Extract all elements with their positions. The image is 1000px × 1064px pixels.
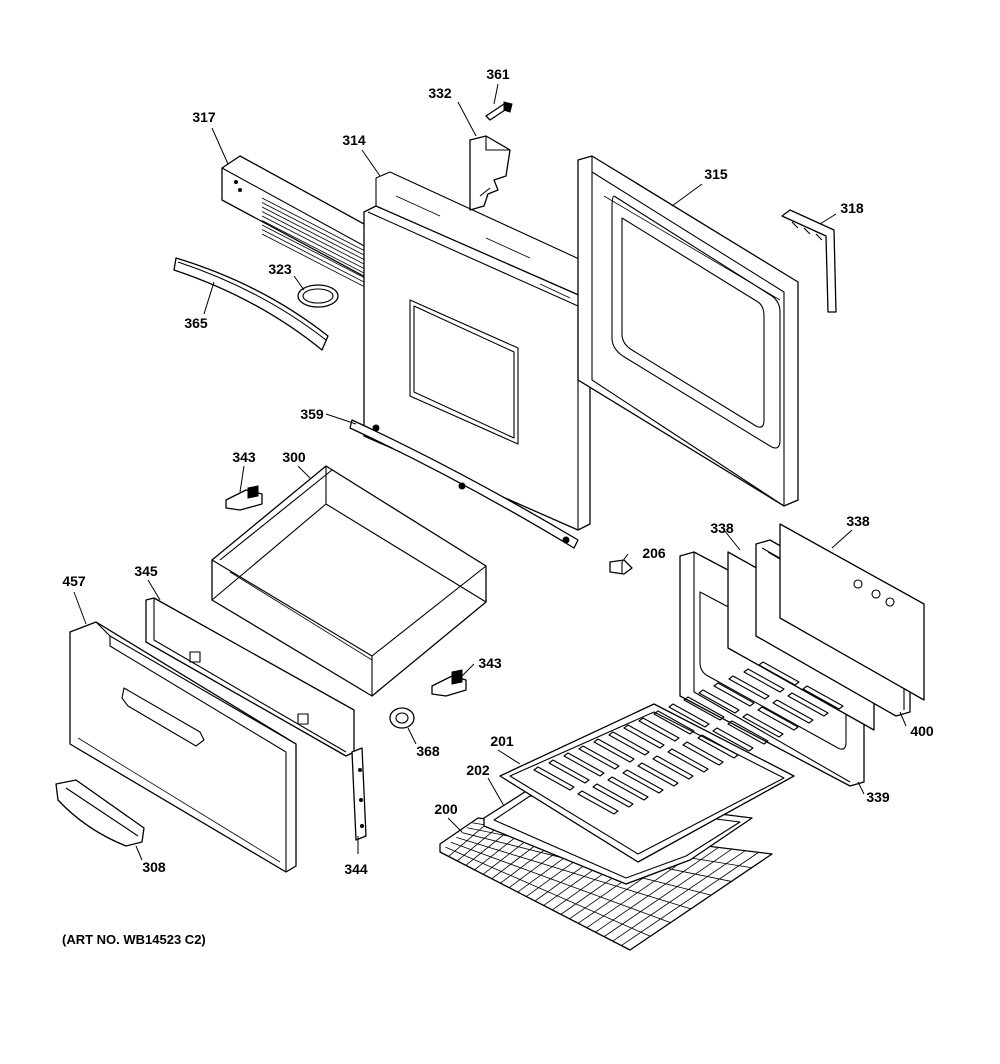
- drawing-line: [622, 769, 664, 794]
- door-side-trim-icon: [781, 209, 837, 313]
- callout-label: 200: [434, 801, 458, 817]
- drawing-line: [445, 846, 651, 937]
- plug-button-icon: [609, 559, 633, 575]
- callout-label: 317: [192, 109, 216, 125]
- hinge-receiver-icon: [469, 135, 511, 211]
- callout-label: 339: [866, 789, 890, 805]
- drawing-line: [548, 759, 590, 784]
- drawing-line: [607, 776, 649, 801]
- callout-label: 345: [134, 563, 158, 579]
- drawing-line: [653, 710, 695, 735]
- drawing-line: [637, 762, 679, 787]
- drawer-front-panel-icon: [69, 621, 297, 873]
- door-bottom-trim-icon: [349, 419, 579, 549]
- drawer-handle-icon: [55, 779, 145, 847]
- drawing-line: [802, 685, 844, 710]
- drawing-line: [577, 790, 619, 815]
- drawer-slide-bracket-icon: [225, 485, 263, 511]
- drawing-line: [758, 661, 800, 686]
- callout-label: 308: [142, 859, 166, 875]
- drawing-line: [727, 720, 769, 745]
- drawing-line: [578, 745, 620, 770]
- drawing-line: [533, 766, 575, 791]
- callout-labels: 361 332 317 314 315 318 323 365 359 343 …: [62, 66, 934, 877]
- drawing-line: [683, 696, 725, 721]
- drawing-line: [595, 847, 719, 933]
- callout-label: 206: [642, 545, 666, 561]
- outer-door-panel-icon: [363, 171, 591, 531]
- drawer-rail-icon: [351, 747, 367, 841]
- drawing-line: [621, 852, 759, 946]
- drawing-line: [742, 713, 784, 738]
- callout-label: 315: [704, 166, 728, 182]
- drawing-line: [592, 783, 634, 808]
- drawing-line: [772, 699, 814, 724]
- drawing-line: [623, 724, 665, 749]
- drawing-line: [608, 731, 650, 756]
- callout-label: 361: [486, 66, 510, 82]
- inner-door-liner-icon: [577, 155, 799, 507]
- roller-icon: [389, 707, 415, 729]
- callout-label: 343: [478, 655, 502, 671]
- drawing-line: [728, 675, 770, 700]
- callout-label: 318: [840, 200, 864, 216]
- badge-icon: [297, 284, 339, 308]
- broiler-grid-icon: [499, 661, 844, 863]
- drawing-line: [743, 668, 785, 693]
- storage-drawer-icon: [211, 465, 487, 697]
- callout-label: 202: [466, 762, 490, 778]
- callout-label: 400: [910, 723, 934, 739]
- drawing-line: [668, 703, 710, 728]
- drawer-slide-bracket-icon: [431, 669, 467, 697]
- drawing-line: [450, 841, 671, 923]
- callout-label: 314: [342, 132, 366, 148]
- drawing-line: [697, 734, 739, 759]
- drawing-line: [713, 682, 755, 707]
- drawing-line: [603, 848, 733, 937]
- callout-label: 332: [428, 85, 452, 101]
- drawing-line: [698, 689, 740, 714]
- callout-label: 359: [300, 406, 324, 422]
- callout-label: 344: [344, 861, 368, 877]
- drawing-line: [563, 752, 605, 777]
- callout-label: 343: [232, 449, 256, 465]
- screw-icon: [485, 101, 513, 121]
- callout-label: 368: [416, 743, 440, 759]
- door-glass-icon: [779, 523, 925, 701]
- drawing-line: [612, 850, 746, 942]
- drawing-line: [712, 727, 754, 752]
- callout-leaders: [73, 83, 907, 861]
- drawing-line: [757, 706, 799, 731]
- drawing-line: [667, 748, 709, 773]
- door-handle-icon: [173, 257, 329, 351]
- drawing-line: [682, 741, 724, 766]
- callout-label: 338: [846, 513, 870, 529]
- drawing-line: [787, 692, 829, 717]
- drawing-line: [456, 837, 691, 910]
- callout-label: 323: [268, 261, 292, 277]
- callout-label: 457: [62, 573, 86, 589]
- callout-label: 300: [282, 449, 306, 465]
- callout-label: 365: [184, 315, 208, 331]
- drawing-line: [652, 755, 694, 780]
- art-number: (ART NO. WB14523 C2): [62, 932, 206, 947]
- drawing-line: [593, 738, 635, 763]
- callout-label: 201: [490, 733, 514, 749]
- drawing-line: [638, 717, 680, 742]
- callout-label: 338: [710, 520, 734, 536]
